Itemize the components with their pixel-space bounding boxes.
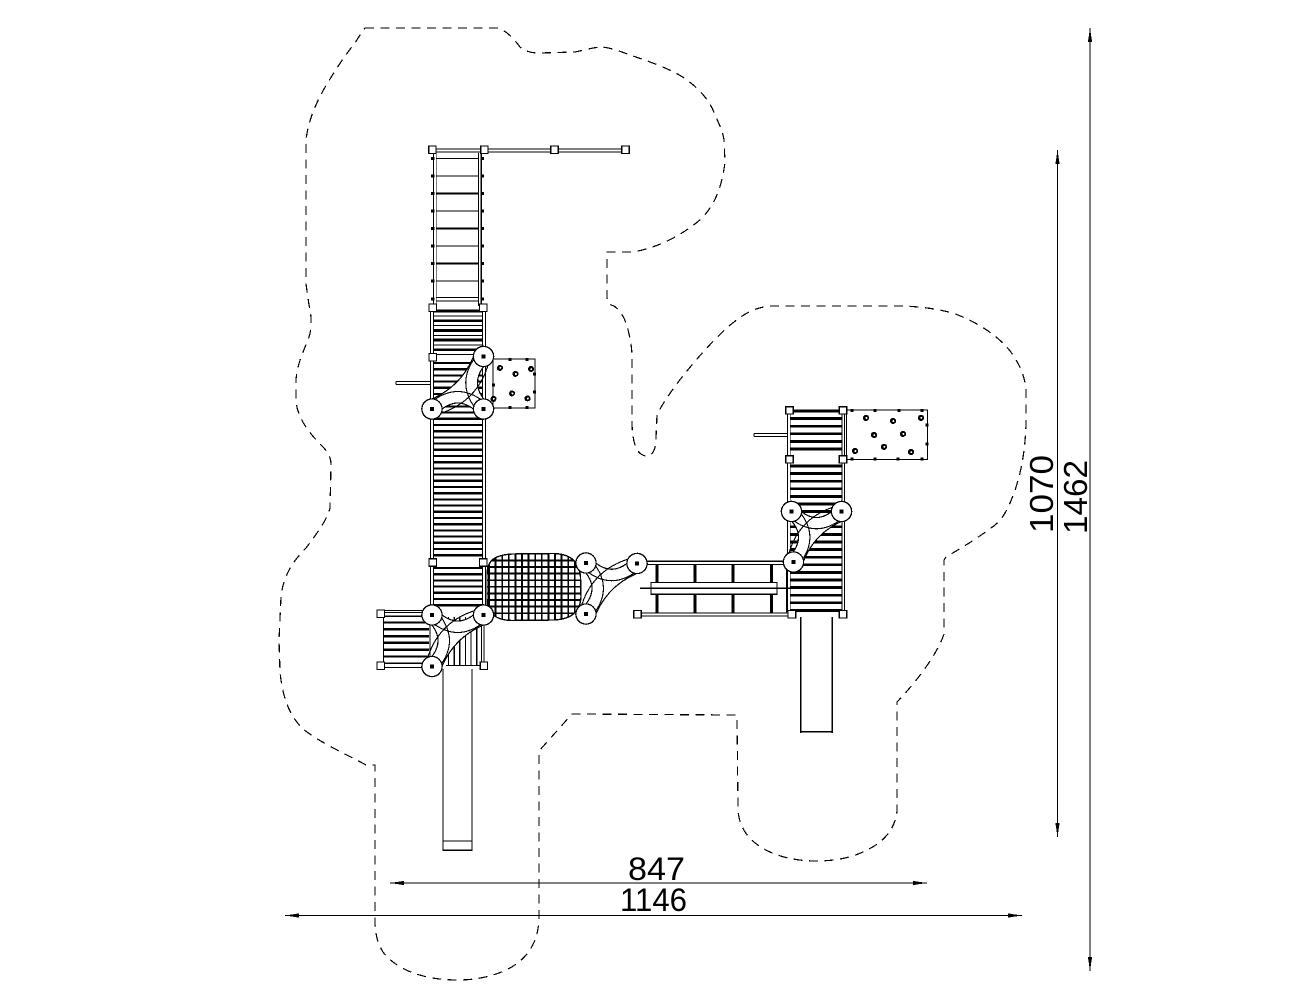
svg-text:1462: 1462 — [1057, 460, 1094, 534]
svg-text:1070: 1070 — [1023, 455, 1060, 533]
svg-text:1146: 1146 — [620, 882, 687, 918]
svg-text:847: 847 — [628, 851, 685, 887]
